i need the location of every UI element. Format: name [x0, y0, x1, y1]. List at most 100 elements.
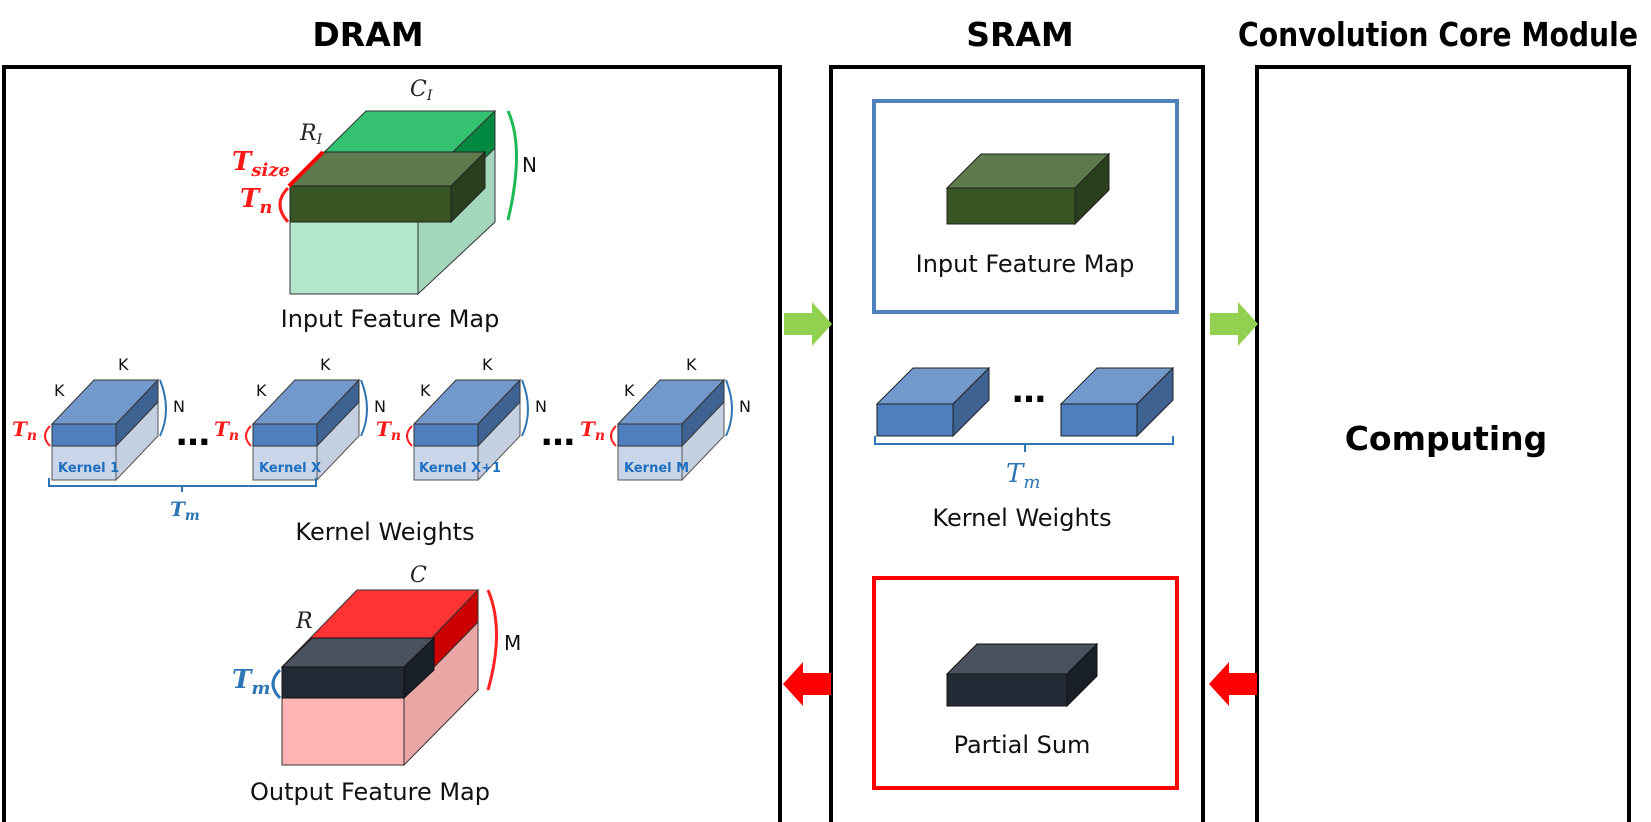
- sram-ifm-tile-front: [946, 187, 1076, 225]
- tsize-label: Tsize: [232, 147, 290, 181]
- ifm-dim-r: RI: [299, 121, 323, 148]
- kernel-x-n: N: [374, 397, 386, 416]
- kernel-x1-n-bracket: [521, 379, 529, 437]
- ofm-dim-m: M: [504, 631, 521, 655]
- m-bracket: [486, 589, 498, 691]
- ifm-tile-front: [289, 185, 452, 223]
- dram-kernel-weights: Kernel 1 K K N Tn … Kernel X K K N Tn: [12, 355, 751, 546]
- kernel-x-k-top: K: [320, 355, 331, 374]
- ofm-tile-front: [281, 666, 405, 699]
- sram-kernel-2-side: [1136, 366, 1174, 438]
- kernel-m: Kernel M K K N Tn: [580, 355, 751, 482]
- sram-psum-tile-side: [1066, 642, 1098, 708]
- kernel-x-plus-1: Kernel X+1 K K N Tn: [376, 355, 547, 482]
- kernel-1-k-top: K: [118, 355, 129, 374]
- sram-tm-label: Tm: [1006, 459, 1040, 493]
- kernel-m-n: N: [739, 397, 751, 416]
- sram-to-core-arrow: [1210, 302, 1258, 346]
- sram-kernel-1-front: [876, 403, 954, 437]
- core-panel: [1255, 65, 1631, 822]
- kernel-m-tile: [617, 423, 683, 447]
- sram-ifm-label: Input Feature Map: [916, 250, 1135, 278]
- dram-header: DRAM: [312, 15, 423, 54]
- kernel-x1-k-top: K: [482, 355, 493, 374]
- ifm-front-face: [289, 221, 419, 295]
- ifm-dim-c: CI: [410, 77, 433, 104]
- ifm-tn-bracket: [278, 186, 290, 223]
- sram-kernel-weights: … Tm Kernel Weights: [874, 366, 1175, 532]
- ofm-dim-r: R: [295, 609, 313, 634]
- kernel-x1-tile: [413, 423, 479, 447]
- kernel-weights-label: Kernel Weights: [295, 518, 474, 546]
- dram-output-feature-map: M C R Tm Output Feature Map: [232, 563, 521, 806]
- computing-label: Computing: [1345, 419, 1548, 458]
- sram-psum-tile-front: [946, 673, 1068, 707]
- sram-psum-box: [872, 576, 1179, 790]
- ofm-front-face: [281, 697, 405, 766]
- kernel-1-tile-side: [115, 378, 159, 448]
- kernel-x-tn-bracket: [245, 425, 252, 447]
- kernel-x1-tn-bracket: [406, 425, 413, 447]
- kernel-x-tn: Tn: [214, 417, 239, 444]
- kernel-1: Kernel 1 K K N Tn: [12, 355, 185, 482]
- sram-input-box: [872, 99, 1179, 314]
- kernel-m-tn-bracket: [610, 425, 617, 447]
- kernel-1-k-left: K: [54, 381, 65, 400]
- kernel-tm-label: Tm: [170, 497, 200, 524]
- sram-kernel-2-front: [1060, 403, 1138, 437]
- kernel-x-tile-side: [316, 378, 360, 448]
- kernel-m-tn: Tn: [580, 417, 605, 444]
- ofm-label: Output Feature Map: [250, 778, 490, 806]
- kernel-tm-brace: [48, 478, 317, 492]
- sram-kernel-1-side: [952, 366, 990, 438]
- kernel-m-k-left: K: [624, 381, 635, 400]
- kernel-m-name: Kernel M: [624, 461, 689, 476]
- ofm-tm-label: Tm: [232, 665, 270, 699]
- sram-psum-label: Partial Sum: [954, 731, 1091, 759]
- dram-panel: [2, 65, 782, 822]
- kernel-x1-name: Kernel X+1: [419, 461, 501, 476]
- ofm-tile-side: [403, 636, 435, 700]
- sram-kernel-label: Kernel Weights: [932, 504, 1111, 532]
- n-bracket: [506, 110, 518, 221]
- kernel-1-n: N: [173, 397, 185, 416]
- sram-panel: [829, 65, 1205, 822]
- ofm-tm-bracket: [271, 668, 282, 700]
- kernel-1-name: Kernel 1: [58, 461, 119, 476]
- core-to-sram-arrow: [1209, 662, 1257, 706]
- tsize-edge: [287, 150, 325, 188]
- kernel-m-tile-side: [681, 378, 725, 448]
- sram-to-dram-arrow: [783, 662, 831, 706]
- kernel-x-k-left: K: [256, 381, 267, 400]
- kernel-x1-n: N: [535, 397, 547, 416]
- ifm-dim-n: N: [522, 153, 537, 177]
- kernel-ellipsis-1: …: [176, 414, 210, 454]
- kernel-1-n-bracket: [159, 379, 167, 437]
- ifm-label: Input Feature Map: [281, 305, 500, 333]
- kernel-1-tile: [51, 423, 117, 447]
- dram-to-sram-arrow: [784, 302, 832, 346]
- kernel-x-n-bracket: [360, 379, 368, 437]
- kernel-x: Kernel X K K N Tn: [214, 355, 386, 482]
- kernel-1-tn: Tn: [12, 417, 37, 444]
- sram-tm-brace: [874, 436, 1174, 452]
- kernel-x-tile: [252, 423, 318, 447]
- core-header: Convolution Core Module: [1238, 15, 1638, 54]
- ifm-tile-side: [450, 150, 486, 224]
- ofm-dim-c: C: [410, 563, 427, 588]
- kernel-x1-tn: Tn: [376, 417, 401, 444]
- sram-header: SRAM: [966, 15, 1074, 54]
- kernel-x-name: Kernel X: [259, 461, 321, 476]
- kernel-1-tn-bracket: [44, 425, 51, 447]
- kernel-m-k-top: K: [686, 355, 697, 374]
- ifm-tn-label: Tn: [240, 184, 272, 218]
- sram-kernel-ellipsis: …: [1012, 371, 1046, 411]
- kernel-x1-k-left: K: [420, 381, 431, 400]
- dram-input-feature-map: N CI RI Tsize Tn Input Feature Map: [232, 77, 537, 333]
- sram-ifm-tile-side: [1074, 152, 1110, 226]
- kernel-ellipsis-2: …: [541, 414, 575, 454]
- sram-input-feature-map: Input Feature Map: [872, 99, 1179, 314]
- kernel-x1-tile-side: [477, 378, 521, 448]
- sram-partial-sum: Partial Sum: [872, 576, 1179, 790]
